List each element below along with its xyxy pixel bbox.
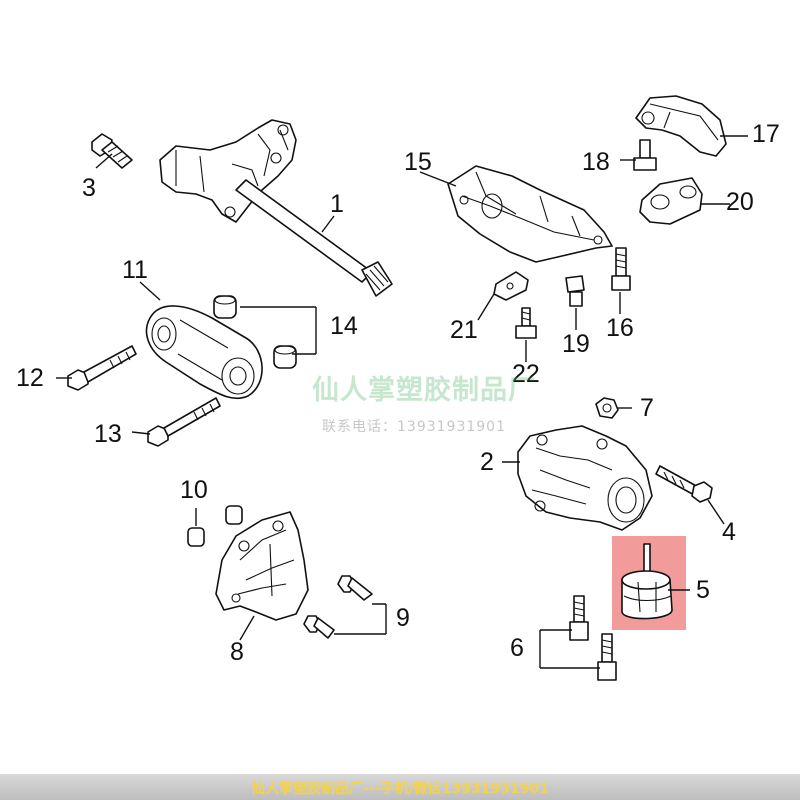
callout-20[interactable]: 20	[726, 188, 754, 216]
part-21-plate[interactable]	[493, 271, 529, 301]
part-18-bolt[interactable]	[633, 139, 657, 171]
callout-11[interactable]: 11	[122, 256, 148, 284]
part-11-torque-rod[interactable]	[145, 305, 263, 400]
callout-4[interactable]: 4	[722, 518, 736, 546]
part-5-engine-mount[interactable]	[621, 543, 673, 620]
part-16-bolt[interactable]	[611, 247, 631, 291]
part-22-bolt[interactable]	[515, 307, 537, 339]
part-4-bolt[interactable]	[655, 465, 713, 503]
leader-lines	[56, 135, 748, 669]
callout-17[interactable]: 17	[752, 120, 780, 148]
part-10-bushings[interactable]	[187, 505, 243, 547]
part-7-nut[interactable]	[595, 397, 619, 419]
part-15-crossmember[interactable]	[447, 165, 613, 263]
footer-text: 仙人掌塑胶制品厂---手机/微信13931931901	[251, 781, 549, 797]
callout-14[interactable]: 14	[330, 312, 358, 340]
callout-15[interactable]: 15	[404, 148, 432, 176]
part-3-bolt[interactable]	[91, 133, 133, 169]
part-12-bolt[interactable]	[67, 345, 137, 391]
callout-3[interactable]: 3	[82, 174, 96, 202]
callout-22[interactable]: 22	[512, 360, 540, 388]
part-14-bushings[interactable]	[213, 295, 297, 369]
callout-1[interactable]: 1	[330, 190, 344, 218]
part-8-bracket[interactable]	[215, 511, 309, 621]
callout-12[interactable]: 12	[16, 364, 44, 392]
watermark-brand: 仙人掌塑胶制品厂	[312, 375, 536, 406]
part-20-mount-pad[interactable]	[639, 177, 703, 225]
footer-banner: 仙人掌塑胶制品厂---手机/微信13931931901	[0, 774, 800, 800]
watermark-contact: 联系电话：13931931901	[322, 419, 506, 435]
part-9-bolts[interactable]	[303, 575, 373, 639]
callout-9[interactable]: 9	[396, 604, 410, 632]
callout-6[interactable]: 6	[510, 634, 524, 662]
callout-8[interactable]: 8	[230, 638, 244, 666]
callout-2[interactable]: 2	[480, 448, 494, 476]
callout-18[interactable]: 18	[582, 148, 610, 176]
callout-16[interactable]: 16	[606, 314, 634, 342]
part-2-gear-housing[interactable]	[517, 425, 653, 531]
callout-7[interactable]: 7	[640, 394, 654, 422]
callout-10[interactable]: 10	[180, 476, 208, 504]
part-6-bolts[interactable]	[569, 595, 617, 681]
callout-5[interactable]: 5	[696, 576, 710, 604]
part-1-intermediate-shaft[interactable]	[159, 119, 393, 297]
callout-13[interactable]: 13	[94, 420, 122, 448]
part-13-bolt[interactable]	[147, 397, 221, 447]
part-17-mount-bracket[interactable]	[635, 95, 727, 157]
part-19-bolt[interactable]	[565, 275, 585, 307]
callout-21[interactable]: 21	[450, 316, 478, 344]
callout-19[interactable]: 19	[562, 330, 590, 358]
